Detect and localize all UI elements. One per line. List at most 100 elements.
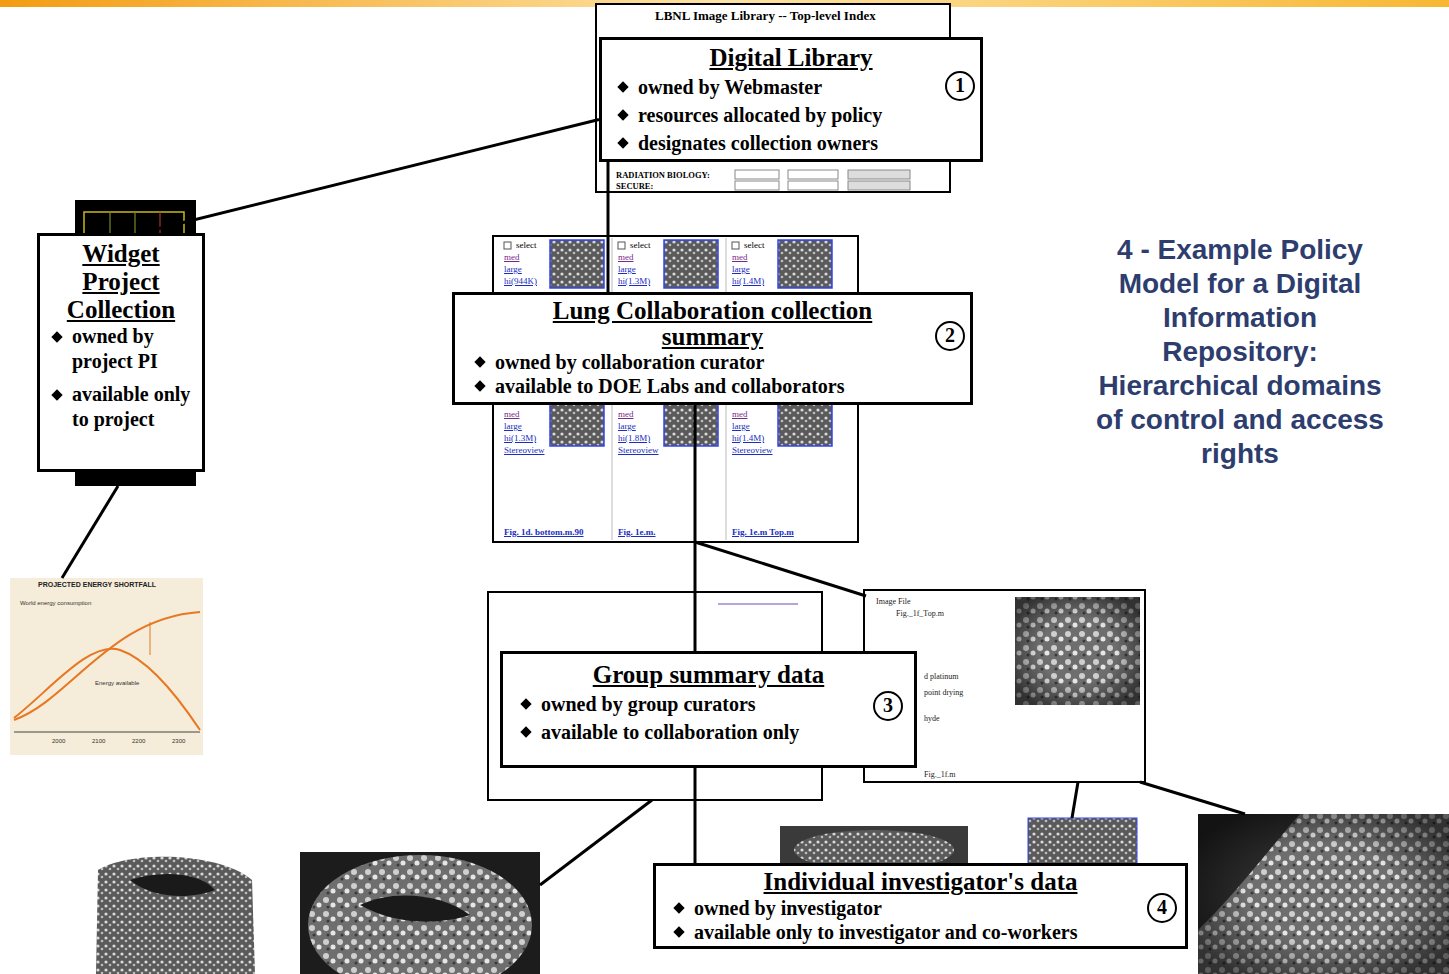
library-screenshot [788, 181, 838, 190]
screenshot-text: Image File [876, 597, 910, 606]
screenshot-link: hi(1.3M) [504, 433, 536, 443]
screenshot-title: LBNL Image Library -- Top-level Index [655, 8, 876, 24]
screenshot-text: Fig._1f.m [924, 770, 956, 779]
axis-tick: 2000 [52, 738, 65, 744]
library-screenshot [788, 170, 838, 179]
connector-line [141, 120, 599, 234]
figure-link: Fig. 1d. bottom.m.90 [504, 527, 584, 537]
bullet-text: owned by project PI [48, 324, 194, 374]
lung-screenshot [778, 240, 832, 288]
screenshot-link: hi(1.3M) [618, 276, 650, 286]
chart-title: PROJECTED ENERGY SHORTFALL [38, 581, 156, 588]
screenshot-text: select [516, 240, 537, 250]
micrograph [360, 895, 470, 921]
callout-number: 4 [1147, 893, 1177, 923]
callout-number: 2 [935, 321, 965, 351]
library-screenshot [735, 170, 779, 179]
screenshot-text: point drying [924, 688, 963, 697]
box-heading: Group summary data [536, 660, 881, 690]
bullet-text: available to collaboration only [517, 718, 862, 746]
energy-chart [10, 578, 203, 755]
micrograph [308, 855, 532, 974]
figure-link: Fig. 1e.m. [618, 527, 656, 537]
screenshot-text: select [630, 240, 651, 250]
lung-screenshot [664, 240, 718, 288]
chart-label: Energy available [95, 680, 139, 686]
leader-line [695, 542, 866, 596]
slide-title: 4 - Example Policy Model for a Digital I… [1084, 233, 1396, 471]
lung-screenshot [618, 242, 625, 249]
bullet-text: available only to investigator and co-wo… [670, 920, 1133, 944]
energy-chart [14, 732, 200, 733]
box-heading: Individual investigator's data [689, 868, 1152, 896]
bullet-text: owned by collaboration curator [471, 350, 918, 374]
image-screenshot [1015, 597, 1140, 705]
screenshot-text: d platinum [924, 672, 958, 681]
leader-line [62, 486, 1245, 885]
box-heading: Digital Library [634, 43, 948, 73]
screenshot-text: select [744, 240, 765, 250]
leader-line [1072, 782, 1078, 818]
lung-screenshot [550, 240, 604, 288]
screenshot-link: med [618, 409, 634, 419]
connector-line [607, 162, 610, 292]
image-screenshot [1015, 597, 1140, 705]
axis-tick: 2100 [92, 738, 105, 744]
bullet-text: owned by group curators [517, 690, 862, 718]
screenshot-row: SECURE: [616, 181, 653, 191]
policy-box: Individual investigator's dataowned by i… [653, 863, 1188, 949]
chart-label: World energy consumption [20, 600, 91, 606]
group-screenshot [718, 603, 798, 605]
energy-chart [150, 622, 151, 655]
policy-box: Digital Libraryowned by Webmasterresourc… [599, 37, 983, 162]
screenshot-row: RADIATION BIOLOGY: [616, 170, 710, 180]
screenshot-link: med [618, 252, 634, 262]
screenshot-link: large [732, 264, 750, 274]
library-screenshot [596, 4, 950, 192]
screenshot-link: large [732, 421, 750, 431]
micrograph [1198, 814, 1449, 974]
energy-chart [10, 578, 203, 755]
lung-screenshot [550, 398, 604, 446]
lung-screenshot [664, 398, 718, 446]
lung-screenshot [504, 242, 511, 249]
bullet-text: owned by investigator [670, 896, 1133, 920]
micrograph [1198, 814, 1449, 974]
bullet-text: owned by Webmaster [614, 73, 928, 101]
screenshot-text: Fig._1f_Top.m [896, 609, 944, 618]
screenshot-link: Stereoview [732, 445, 773, 455]
callout-number: 3 [873, 691, 903, 721]
bullet-text: resources allocated by policy [614, 101, 928, 129]
screenshot-link: med [732, 409, 748, 419]
screenshot-link: med [504, 409, 520, 419]
figure-link: Fig. 1e.m Top.m [732, 527, 794, 537]
axis-tick: 2200 [132, 738, 145, 744]
leader-line [1140, 782, 1245, 814]
screenshot-link: Stereoview [618, 445, 659, 455]
policy-box: Widget Project Collectionowned by projec… [37, 233, 205, 472]
screenshot-link: hi(1.8M) [618, 433, 650, 443]
callout-number: 1 [945, 71, 975, 101]
box-heading: Widget Project Collection [56, 240, 186, 324]
leader-line [540, 800, 652, 885]
library-screenshot [848, 170, 910, 179]
screenshot-link: hi(1.4M) [732, 276, 764, 286]
library-screenshot [596, 4, 950, 192]
box-heading: Lung Collaboration collection summary [543, 298, 883, 350]
bullet-text: available to DOE Labs and collaborators [471, 374, 918, 398]
micrograph [130, 874, 215, 896]
screenshot-text: hyde [924, 714, 940, 723]
screenshot-link: hi(1.4M) [732, 433, 764, 443]
micrograph [92, 852, 257, 974]
library-screenshot [735, 181, 779, 190]
screenshot-link: Stereoview [504, 445, 545, 455]
policy-box: Lung Collaboration collection summaryown… [452, 292, 973, 405]
connector-line [694, 405, 697, 651]
screenshot-link: med [732, 252, 748, 262]
screenshot-link: hi(944K) [504, 276, 537, 286]
policy-box: Group summary dataowned by group curator… [500, 651, 917, 768]
screenshot-link: large [618, 421, 636, 431]
energy-chart [14, 649, 200, 730]
micrograph [96, 857, 255, 974]
micrograph [92, 814, 1449, 974]
